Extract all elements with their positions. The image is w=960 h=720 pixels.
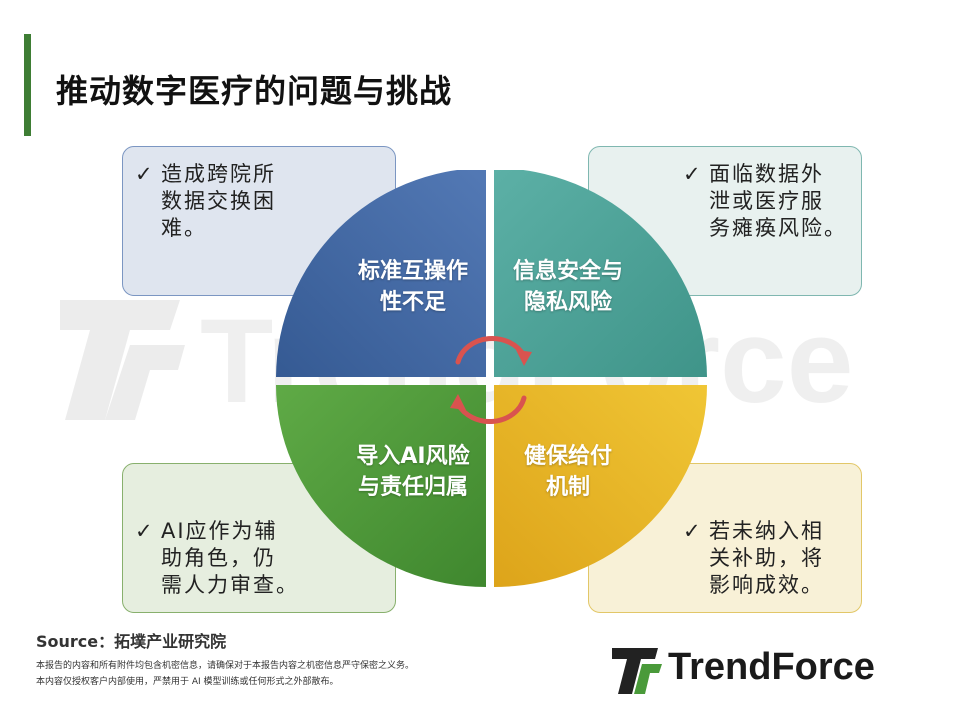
page-title: 推动数字医疗的问题与挑战: [56, 72, 453, 110]
check-icon: ✓: [135, 519, 155, 543]
quadrant-label-line: 信息安全与: [512, 259, 623, 284]
box-text-line: 需人力审查。: [161, 573, 299, 597]
quadrant-label-bottom-left: 导入AI风险 与责任归属: [345, 441, 481, 503]
check-icon: ✓: [683, 162, 703, 186]
logo-text: TrendForce: [668, 646, 875, 688]
box-text-line: AI应作为辅: [161, 519, 278, 543]
quadrant-label-line: 标准互操作: [357, 259, 468, 284]
quadrant-label-line: 与责任归属: [357, 475, 468, 500]
box-text-line: 务瘫痪风险。: [709, 216, 847, 240]
box-text-line: 难。: [161, 216, 207, 240]
arrow-head-icon: [516, 350, 532, 366]
quadrant-bottom-left: [276, 385, 486, 587]
quadrant-label-top-right: 信息安全与 隐私风险: [500, 256, 636, 318]
box-text-line: 若未纳入相: [709, 519, 824, 543]
quadrant-bottom-right: [494, 385, 707, 587]
quadrant-diagram: [276, 170, 707, 587]
quadrant-label-line: 性不足: [379, 290, 446, 315]
quadrant-label-line: 机制: [545, 475, 590, 500]
quadrant-top-right: [494, 170, 707, 377]
quadrant-label-line: 健保给付: [523, 444, 612, 469]
quadrant-label-line: 导入AI风险: [356, 444, 470, 469]
source-label: Source：拓墣产业研究院: [36, 632, 227, 651]
check-icon: ✓: [135, 162, 155, 186]
trendforce-logo-icon: [612, 648, 662, 694]
box-text-line: 关补助，将: [709, 546, 824, 570]
disclaimer-line-2: 本内容仅授权客户内部使用，严禁用于 AI 模型训练或任何形式之外部散布。: [36, 677, 339, 687]
quadrant-label-top-left: 标准互操作 性不足: [345, 256, 481, 318]
title-accent-bar: [24, 34, 31, 136]
check-icon: ✓: [683, 519, 703, 543]
box-text-line: 面临数据外: [709, 162, 824, 186]
box-text-line: 影响成效。: [709, 573, 824, 597]
cycle-arrows-icon: [455, 335, 527, 425]
quadrant-label-line: 隐私风险: [523, 290, 612, 315]
box-text-line: 数据交换困: [161, 189, 276, 213]
disclaimer-line-1: 本报告的内容和所有附件均包含机密信息，请确保对于本报告内容之机密信息严守保密之义…: [36, 661, 415, 671]
quadrant-top-left: [276, 170, 486, 377]
quadrant-label-bottom-right: 健保给付 机制: [500, 441, 636, 503]
box-text-line: 助角色，仍: [161, 546, 276, 570]
box-text-line: 泄或医疗服: [709, 189, 824, 213]
box-text-line: 造成跨院所: [161, 162, 276, 186]
arrow-head-icon: [450, 394, 466, 410]
